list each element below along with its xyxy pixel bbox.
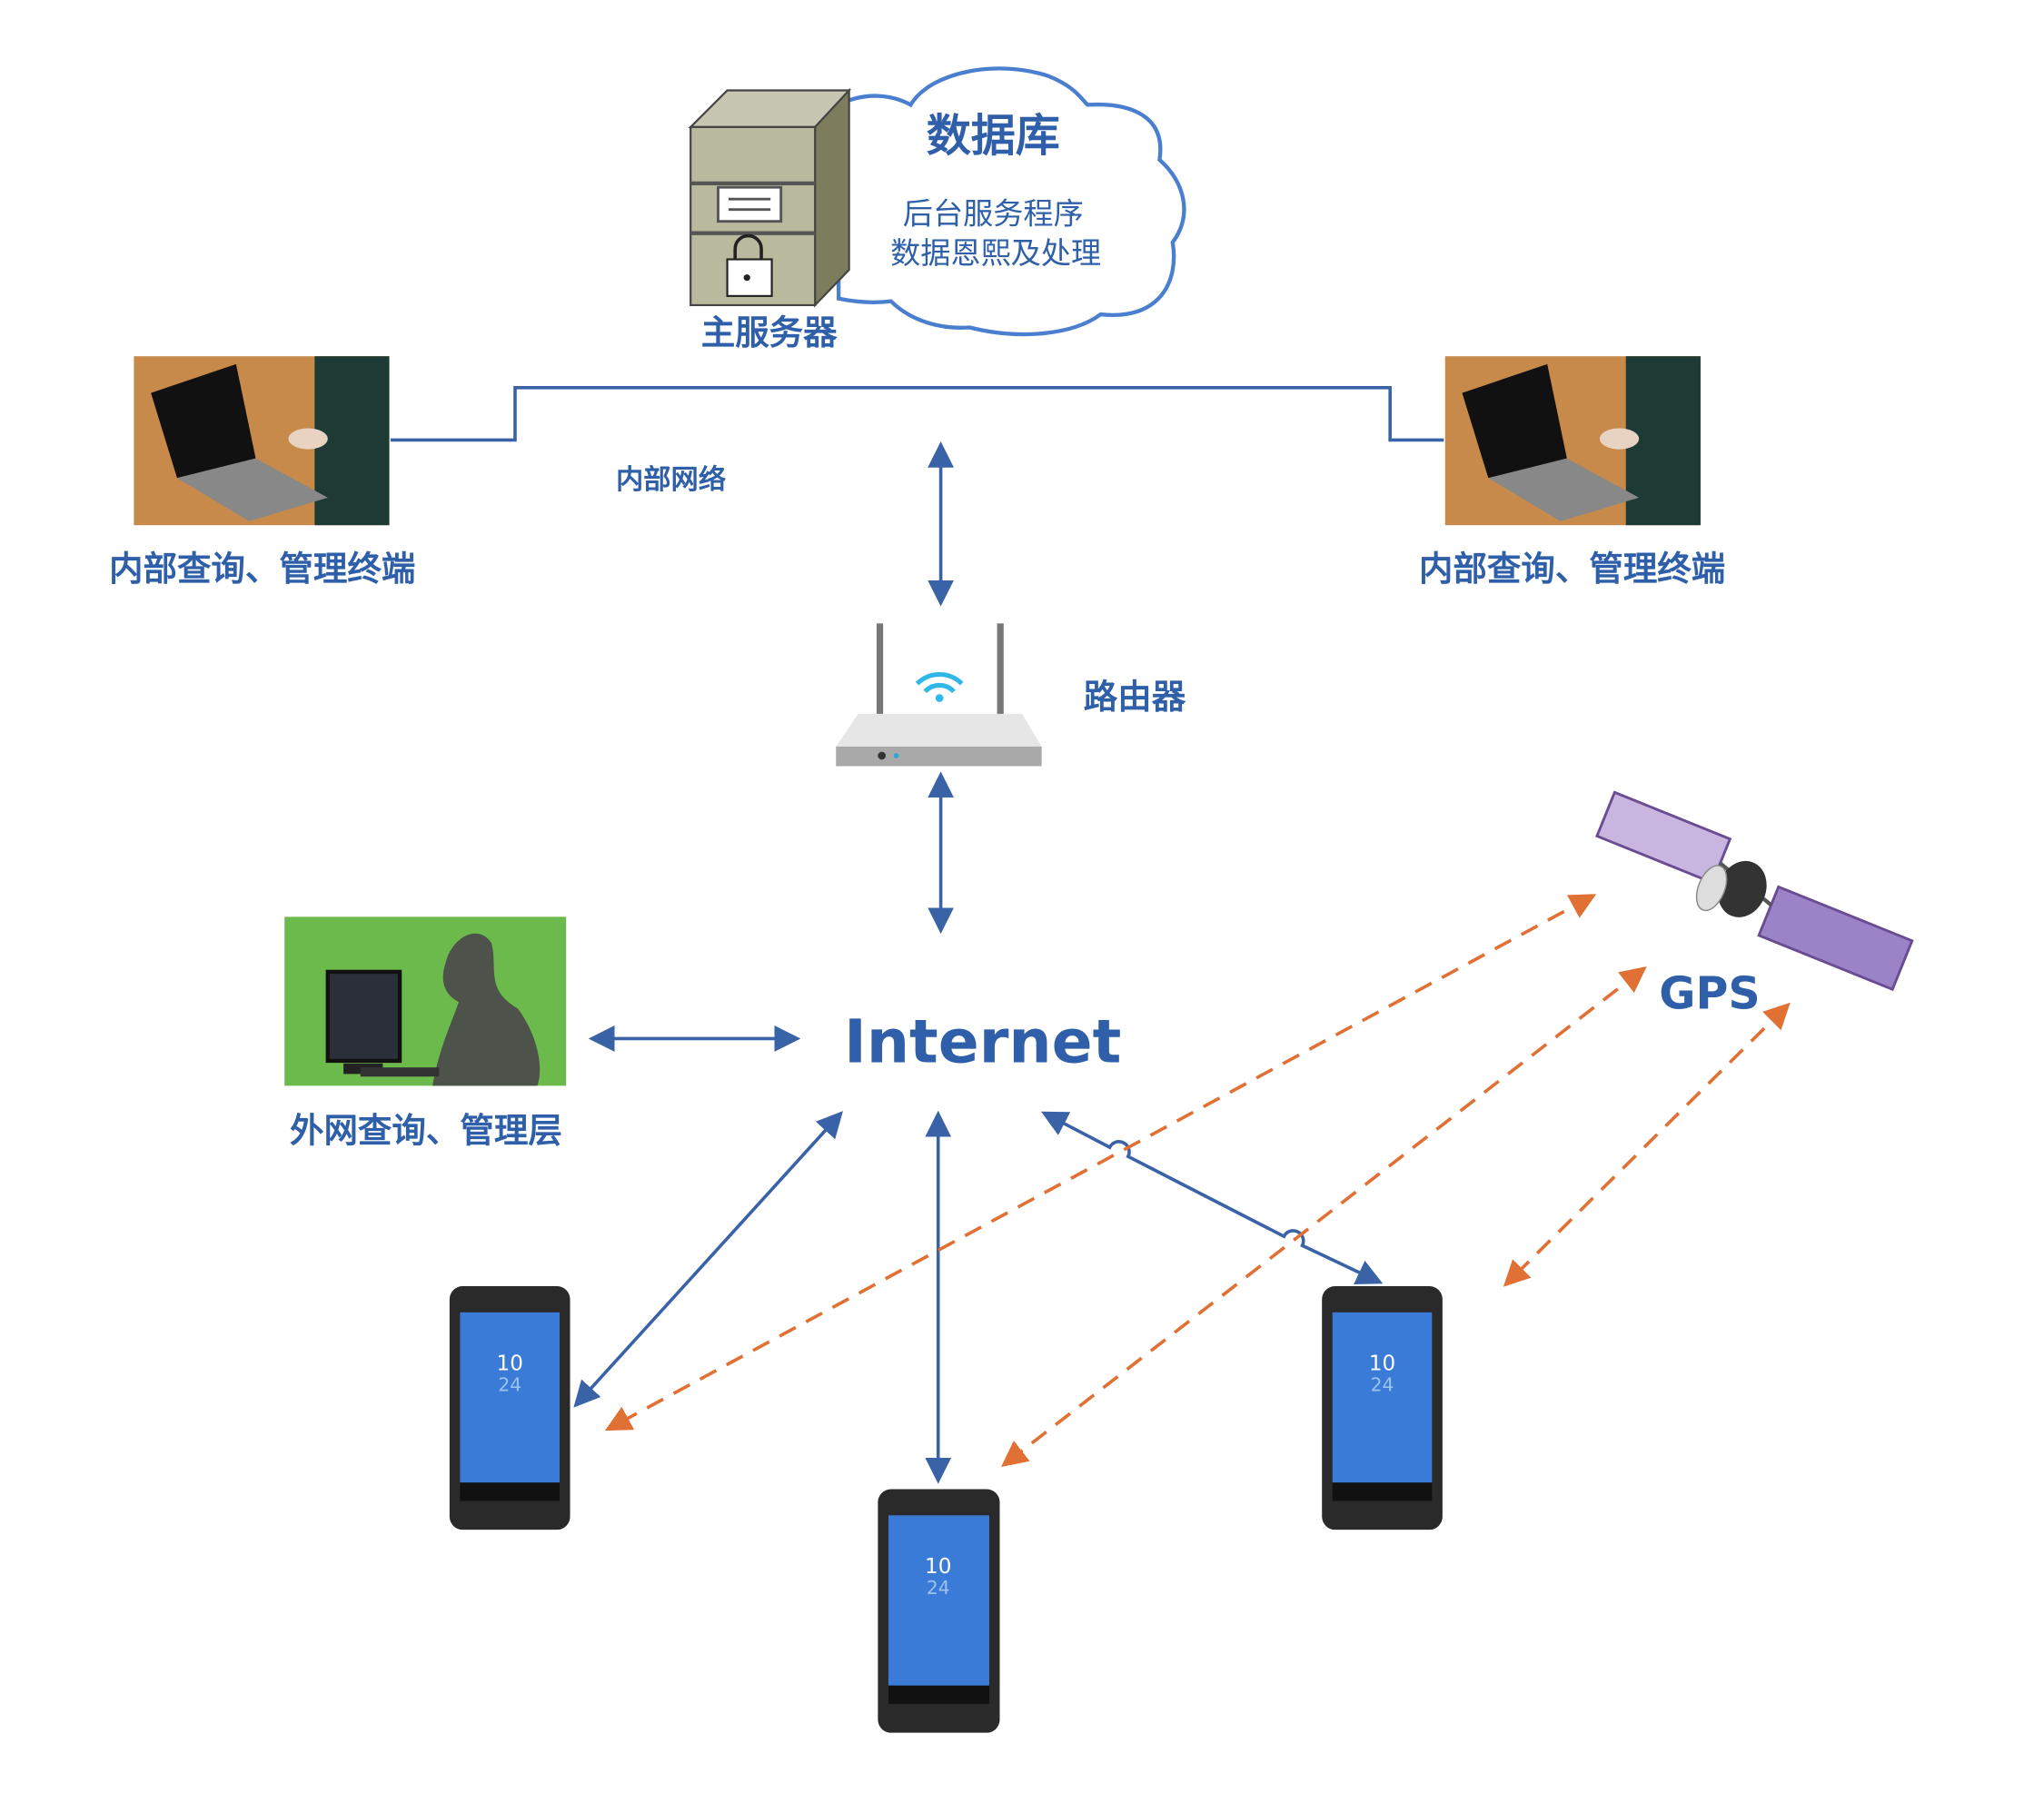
- phone-time-hour: 10: [497, 1352, 523, 1375]
- terminal-label-right: 内部查询、管理终端: [1419, 549, 1725, 589]
- laptop-terminal-right[interactable]: [1444, 356, 1701, 526]
- gps-label: GPS: [1659, 966, 1760, 1019]
- cloud-line-1: 后台服务程序: [903, 196, 1084, 232]
- phone-time-min: 24: [927, 1577, 950, 1599]
- server-icon: [688, 87, 852, 308]
- mobile-phone-right[interactable]: 10 24: [1322, 1285, 1443, 1530]
- router-icon: [836, 623, 1042, 767]
- external-label: 外网查询、管理层: [290, 1110, 562, 1150]
- laptop-terminal-left[interactable]: [134, 356, 390, 526]
- terminal-label-left: 内部查询、管理终端: [109, 549, 415, 589]
- internal-network-label: 内部网络: [616, 463, 726, 496]
- gps-phone-right-link: [1503, 1002, 1791, 1287]
- database-cloud: [836, 66, 1186, 337]
- internet-label: Internet: [844, 1005, 1121, 1076]
- phone-time-hour: 10: [1369, 1352, 1395, 1375]
- internal-network-line: [390, 386, 1444, 442]
- phone-time-hour: 10: [925, 1555, 951, 1579]
- mobile-phone-center[interactable]: 10 24: [878, 1489, 1000, 1733]
- phone-time-min: 24: [1371, 1373, 1394, 1395]
- phone-time-min: 24: [498, 1373, 521, 1395]
- router-label: 路由器: [1084, 677, 1186, 717]
- gps-satellite-icon: [1595, 790, 1914, 992]
- server-label: 主服务器: [701, 312, 838, 352]
- gps-phone-left-link: [604, 894, 1597, 1431]
- database-title: 数据库: [927, 109, 1060, 162]
- internet-phone-right-link: [1041, 1111, 1384, 1284]
- mobile-phone-left[interactable]: 10 24: [449, 1285, 571, 1530]
- internet-phone-left-link: [573, 1111, 843, 1408]
- external-user-icon[interactable]: [284, 916, 567, 1086]
- cloud-line-2: 数据恩熙及处理: [890, 235, 1101, 271]
